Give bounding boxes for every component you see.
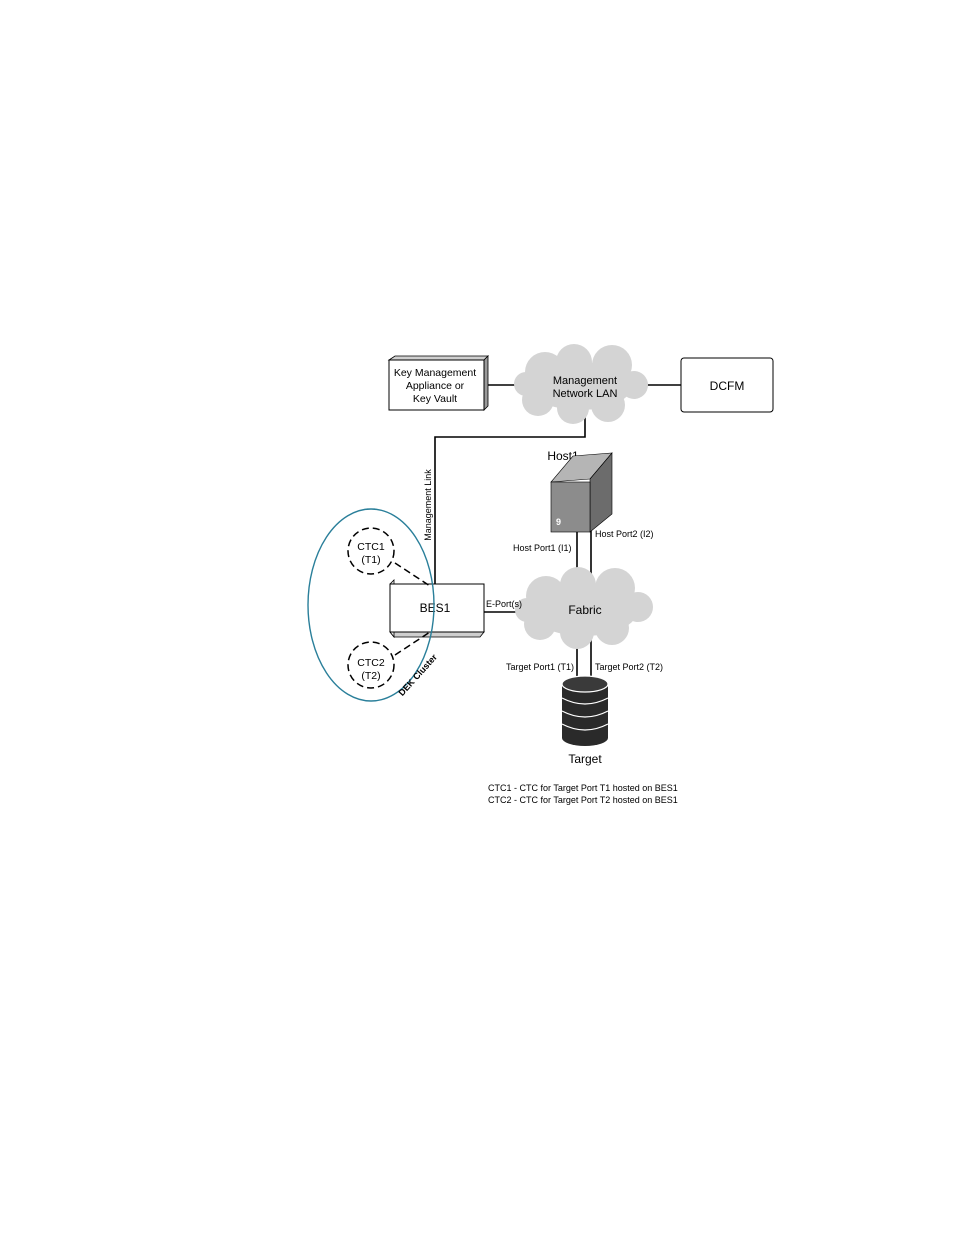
fabric-label: Fabric	[568, 603, 601, 617]
ctc2: CTC2 (T2)	[348, 642, 394, 688]
host-port1-label: Host Port1 (I1)	[513, 543, 572, 553]
legend-line-2: CTC2 - CTC for Target Port T2 hosted on …	[488, 795, 678, 805]
kma-label-line2: Appliance or	[406, 380, 465, 392]
key-management-appliance: Key Management Appliance or Key Vault	[389, 356, 488, 410]
dcfm-box: DCFM	[681, 358, 773, 412]
host1: Host1 9	[547, 449, 612, 532]
mgmt-lan-label-line1: Management	[553, 375, 617, 387]
management-link-label: Management Link	[423, 469, 433, 541]
dek-cluster-label: DEK Cluster	[396, 652, 439, 698]
legend-line-1: CTC1 - CTC for Target Port T1 hosted on …	[488, 783, 678, 793]
ctc1-to-bes1-line	[395, 563, 430, 586]
bes1-label: BES1	[420, 601, 451, 615]
ctc2-label-line1: CTC2	[357, 657, 385, 669]
target-storage-icon	[562, 676, 608, 746]
target-port1-label: Target Port1 (T1)	[506, 662, 574, 672]
mgmt-lan-label-line2: Network LAN	[553, 388, 618, 400]
bes1-switch: BES1	[390, 580, 484, 637]
ctc1: CTC1 (T1)	[348, 528, 394, 574]
management-lan-cloud: Management Network LAN	[514, 344, 648, 424]
ctc2-label-line2: (T2)	[361, 670, 380, 682]
target-label: Target	[568, 752, 602, 766]
target-port2-label: Target Port2 (T2)	[595, 662, 663, 672]
ctc1-label-line1: CTC1	[357, 541, 385, 553]
ctc1-label-line2: (T1)	[361, 554, 380, 566]
host-port2-label: Host Port2 (I2)	[595, 529, 654, 539]
host-badge: 9	[556, 517, 561, 527]
kma-label-line3: Key Vault	[413, 393, 457, 405]
dcfm-label: DCFM	[710, 379, 745, 393]
fabric-cloud: Fabric	[515, 567, 653, 649]
kma-label-line1: Key Management	[394, 367, 476, 379]
eport-label: E-Port(s)	[486, 599, 522, 609]
